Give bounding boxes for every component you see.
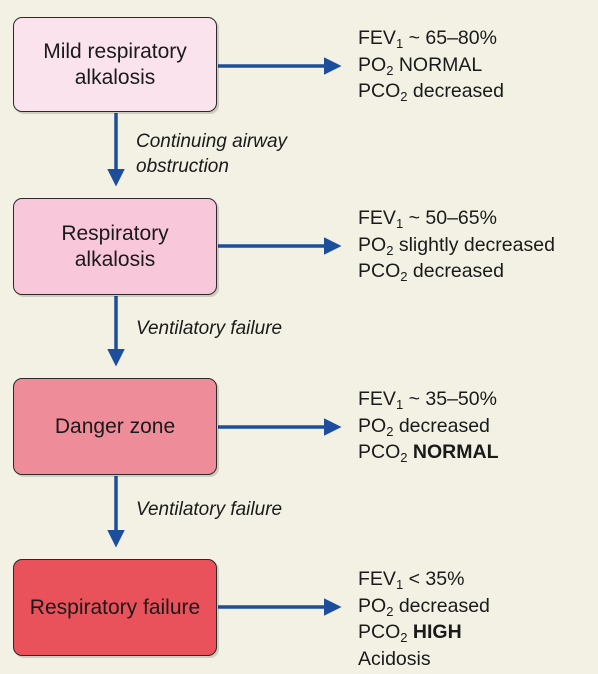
info-line: FEV1 ~ 35–50% [358, 388, 497, 412]
info-line: FEV1 < 35% [358, 568, 465, 592]
stage-box-respiratory-alkalosis: Respiratory alkalosis [13, 198, 217, 295]
stage-box-mild-respiratory-alkalosis: Mild respiratory alkalosis [13, 17, 217, 112]
info-line: FEV1 ~ 65–80% [358, 27, 497, 51]
info-line: FEV1 ~ 50–65% [358, 207, 497, 231]
info-line: PCO2 HIGH [358, 621, 462, 645]
transition-label-2: Ventilatory failure [136, 499, 283, 520]
stage-label: Mild respiratory alkalosis [43, 39, 187, 89]
stage-box-danger-zone: Danger zone [13, 378, 217, 475]
stage-label: Danger zone [54, 414, 176, 438]
info-line: PO2 decreased [358, 414, 490, 439]
stage-info-1: FEV1 ~ 50–65% PO2 slightly decreased PCO… [358, 205, 555, 285]
info-line: PO2 NORMAL [358, 53, 483, 78]
stage-info-2: FEV1 ~ 35–50% PO2 decreased PCO2 NORMAL [358, 386, 499, 466]
info-line: PCO2 NORMAL [358, 441, 499, 465]
info-line: PCO2 decreased [358, 260, 504, 284]
info-line: PCO2 decreased [358, 80, 504, 104]
info-line: PO2 decreased [358, 594, 490, 619]
transition-label-0: Continuing airway obstruction [136, 131, 288, 177]
stage-box-respiratory-failure: Respiratory failure [13, 559, 217, 656]
stage-info-0: FEV1 ~ 65–80% PO2 NORMAL PCO2 decreased [358, 25, 504, 105]
info-line: Acidosis [358, 647, 431, 670]
stage-info-3: FEV1 < 35% PO2 decreased PCO2 HIGH Acido… [358, 566, 490, 672]
stage-label: Respiratory alkalosis [61, 221, 169, 271]
info-line: PO2 slightly decreased [358, 233, 555, 258]
transition-label-1: Ventilatory failure [136, 318, 283, 339]
stage-label: Respiratory failure [29, 595, 201, 619]
